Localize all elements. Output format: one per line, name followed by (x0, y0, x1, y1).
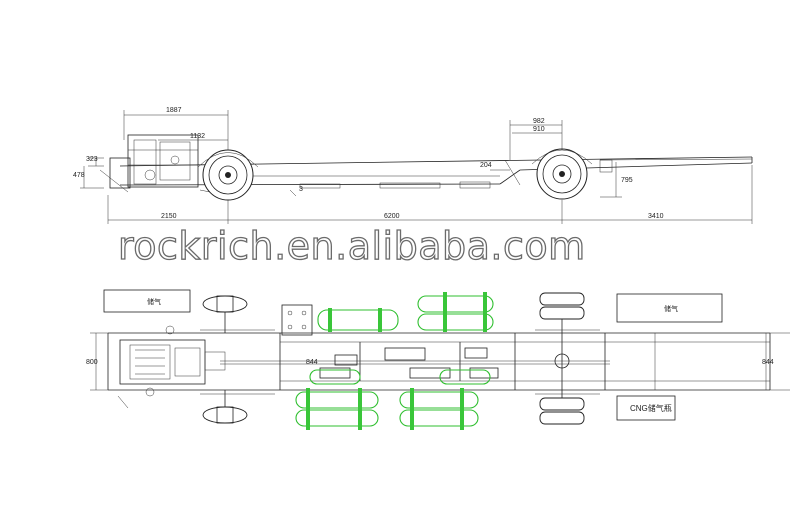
plan-dimension-lines (90, 332, 790, 391)
side-view: 1887 1132 982 910 323 478 204 795 3 2150… (73, 107, 753, 224)
side-dimension-lines (80, 110, 753, 224)
dim-844-inner: 844 (306, 359, 318, 366)
cng-label-text: CNG储气瓶 (630, 403, 672, 413)
plan-view: 储气 储气 CNG储气瓶 (86, 289, 790, 430)
dim-910: 910 (533, 126, 545, 133)
label-box-left-text: 储气 (147, 297, 161, 306)
dim-3: 3 (299, 186, 303, 193)
side-underbody-details (289, 159, 613, 197)
dim-204: 204 (480, 162, 492, 169)
dim-844-right: 844 (762, 359, 774, 366)
plan-grid-box (281, 304, 313, 336)
dim-800: 800 (86, 359, 98, 366)
label-box-right-text: 储气 (664, 304, 678, 313)
side-dimension-labels: 1887 1132 982 910 323 478 204 795 3 2150… (73, 107, 664, 220)
dim-1132: 1132 (190, 133, 205, 140)
cng-label-box (616, 395, 676, 421)
side-rear-wheel (531, 148, 593, 200)
plan-front-wheels (200, 295, 275, 424)
plan-rear-wheels (535, 292, 600, 425)
watermark-text: rockrich.en.alibaba.com (118, 224, 586, 268)
dim-323: 323 (86, 156, 98, 163)
label-box-left (103, 289, 191, 313)
dim-2150: 2150 (161, 213, 177, 220)
plan-frame (107, 332, 771, 391)
plan-engine (117, 325, 226, 409)
dim-982: 982 (533, 118, 545, 125)
dim-3410: 3410 (648, 213, 664, 220)
dim-795: 795 (621, 177, 633, 184)
engine-assembly (99, 134, 211, 193)
dim-6200: 6200 (384, 213, 400, 220)
label-box-right (616, 293, 723, 323)
cng-tanks (295, 292, 494, 430)
dim-478: 478 (73, 172, 85, 179)
dim-1887: 1887 (166, 107, 182, 114)
side-front-wheel (197, 149, 259, 201)
